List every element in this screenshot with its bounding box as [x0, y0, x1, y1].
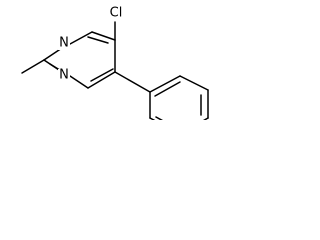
- nitrogen-bottom-label: N: [59, 68, 69, 83]
- bond-ph-2: [179, 75, 209, 91]
- chemical-structure-diagram: Cl N N: [21, 6, 209, 120]
- bond-lines: [21, 21, 209, 120]
- bond-n1-c6: [69, 31, 93, 45]
- bond-ph-5: [149, 117, 156, 120]
- bond-n3-c4: [69, 75, 89, 89]
- bond-ph-1: [149, 75, 181, 93]
- bond-c4-c5: [87, 71, 116, 89]
- chlorine-label: Cl: [110, 6, 123, 21]
- bond-ph-4: [202, 117, 209, 120]
- bond-ph-double-3: [155, 116, 164, 120]
- bond-c4-c5-double: [90, 68, 114, 82]
- nitrogen-bottom-label-background: [58, 69, 70, 82]
- bond-c5-phenyl: [114, 71, 151, 93]
- bond-ph-double-1: [154, 81, 181, 97]
- bond-methyl: [21, 59, 45, 74]
- nitrogen-top-label-background: [58, 37, 70, 50]
- atom-labels: Cl N N: [58, 6, 125, 83]
- bond-c6-n1: [91, 31, 116, 41]
- bond-c6-n1-double: [87, 36, 109, 44]
- nitrogen-top-label: N: [59, 36, 69, 51]
- chlorine-label-background: [107, 6, 125, 20]
